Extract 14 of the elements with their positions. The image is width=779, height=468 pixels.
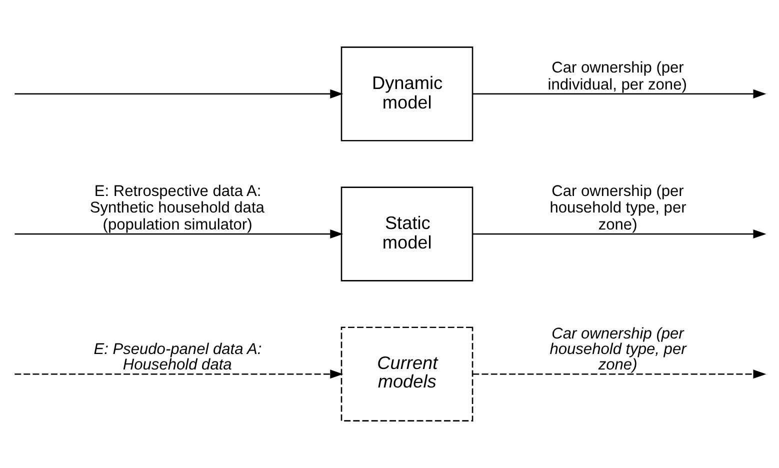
edge-label: E: Retrospective data A: Synthetic household data (population simulator) bbox=[90, 182, 264, 234]
edge-label: E: Pseudo-panel data A: Household data bbox=[94, 341, 262, 374]
node-box: Current models bbox=[340, 326, 474, 422]
node-box: Dynamic model bbox=[340, 46, 474, 142]
arrow bbox=[472, 370, 766, 379]
arrow bbox=[472, 89, 766, 98]
edge-label: Car ownership (per household type, per zone) bbox=[550, 182, 686, 234]
arrow bbox=[14, 370, 344, 379]
edge-label: Car ownership (per individual, per zone) bbox=[548, 60, 687, 94]
arrow bbox=[14, 89, 344, 98]
arrow bbox=[472, 229, 766, 239]
arrow bbox=[14, 229, 344, 239]
edge-label: Car ownership (per household type, per zone) bbox=[550, 326, 686, 374]
node-box: Static model bbox=[340, 186, 474, 282]
